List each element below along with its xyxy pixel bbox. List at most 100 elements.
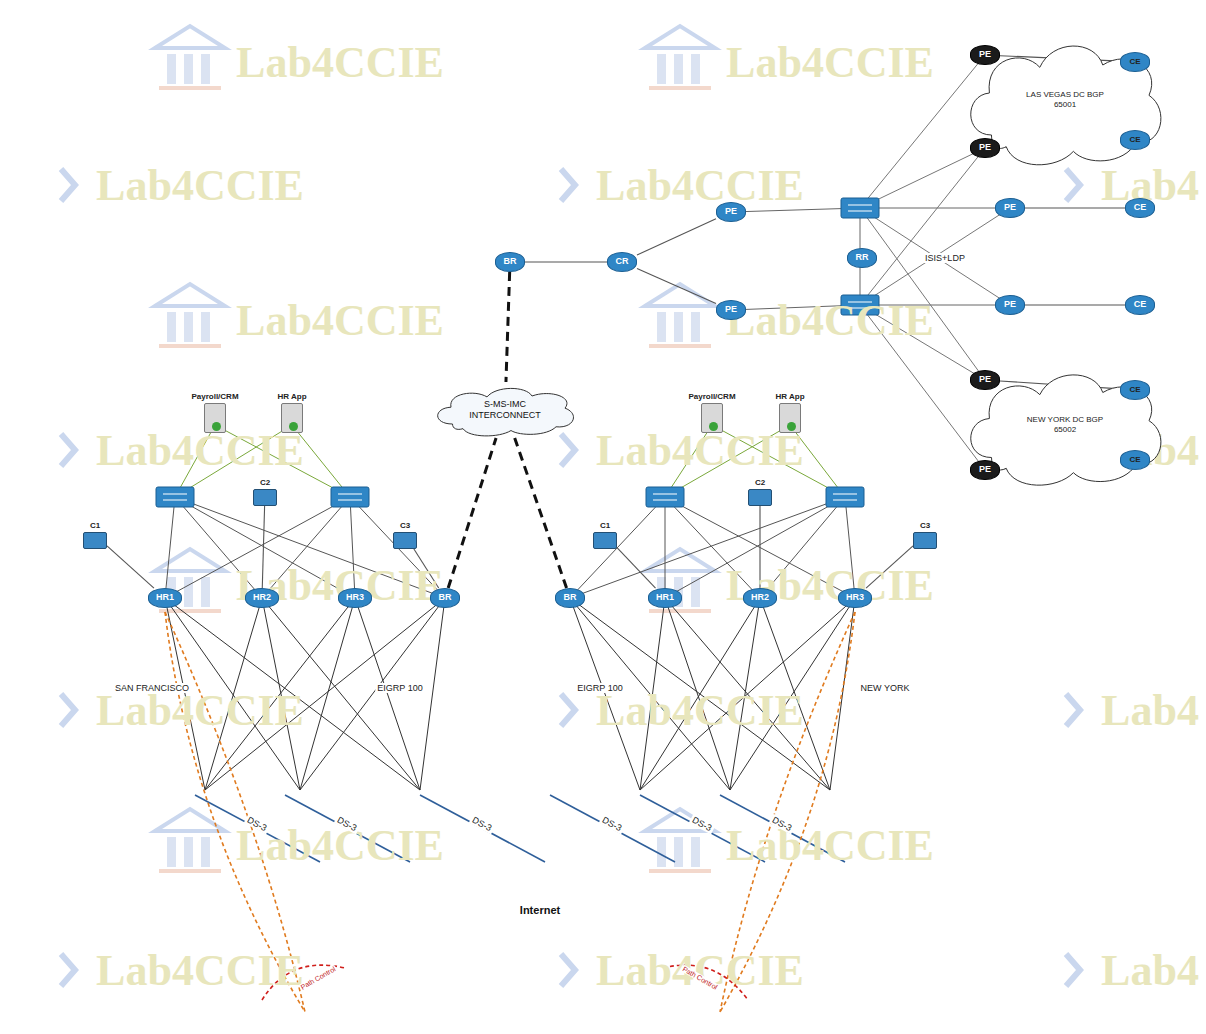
pc-icon [748, 489, 772, 506]
status-dot [709, 422, 718, 431]
watermark-logo [201, 312, 210, 342]
node-label: Payroll/CRM [189, 392, 240, 401]
pe-router-icon: PE [970, 45, 1000, 65]
node-label: HR App [773, 392, 806, 401]
wire [860, 208, 1010, 209]
area-label: ISIS+LDP [923, 253, 967, 263]
router-icon: CE [1120, 380, 1150, 400]
watermark-chevron [561, 954, 575, 986]
switch-icon [163, 494, 187, 500]
switch-icon [331, 487, 369, 507]
node-label: HR3 [346, 593, 364, 603]
pc-icon [253, 489, 277, 506]
router-icon: CE [1125, 295, 1155, 315]
area-label: Internet [518, 904, 562, 916]
watermark-chevron [61, 169, 75, 201]
circuit-label: DS-3 [469, 814, 495, 834]
interconnect-cloud: S-MS-IMC INTERCONNECT [430, 382, 580, 438]
router-icon: HR3 [338, 588, 372, 608]
switch-icon [338, 494, 362, 500]
node-label: HR3 [846, 593, 864, 603]
watermark-logo [155, 284, 225, 306]
router-icon: CE [1120, 450, 1150, 470]
watermark-logo [649, 344, 711, 348]
watermark-logo [674, 312, 683, 342]
watermark-logo [184, 837, 193, 867]
wire [860, 208, 1010, 305]
router-icon: CR [607, 252, 637, 272]
cloud-outline [438, 388, 574, 436]
node-label: BR [503, 257, 517, 267]
wire [420, 598, 445, 790]
watermark: Lab4CCIE [96, 425, 304, 476]
router-icon: CE [1120, 52, 1150, 72]
node-label: C3 [398, 521, 412, 530]
wire [300, 598, 355, 790]
node-label: CE [1128, 57, 1142, 67]
wire [830, 598, 855, 790]
watermark-chevron [561, 434, 575, 466]
router-icon: HR1 [148, 588, 182, 608]
switch-icon [841, 198, 879, 218]
watermark-chevron [61, 954, 75, 986]
node-label: HR2 [751, 593, 769, 603]
server-node: HR App [773, 392, 806, 433]
node-label: CE [1128, 385, 1142, 395]
wire [860, 148, 985, 305]
router-icon: HR2 [245, 588, 279, 608]
switch-icon [833, 494, 857, 500]
router-icon: RR [847, 248, 877, 268]
wire [860, 208, 985, 380]
node-label: CR [615, 257, 629, 267]
node-label: C2 [753, 478, 767, 487]
node-label: HR App [275, 392, 308, 401]
watermark-logo [201, 54, 210, 84]
watermark-logo [167, 837, 176, 867]
switch-icon [653, 494, 677, 500]
link [1025, 304, 1125, 305]
node-label: C1 [598, 521, 612, 530]
watermark-logo [155, 809, 225, 831]
pc-icon [83, 532, 107, 549]
pc-node: C2 [253, 478, 277, 506]
wire [570, 497, 665, 598]
router-icon: BR [495, 252, 525, 272]
router-icon: PE [995, 198, 1025, 218]
watermark: Lab4CCIE [726, 820, 934, 871]
server-icon [701, 403, 723, 433]
pc-node: C1 [83, 521, 107, 549]
watermark-chevron [1066, 694, 1080, 726]
link [637, 269, 716, 304]
node-label: HR2 [253, 593, 271, 603]
watermark: Lab4CCIE [596, 945, 804, 996]
watermark-chevron [1066, 954, 1080, 986]
pc-icon [393, 532, 417, 549]
watermark-logo [201, 837, 210, 867]
router-icon: HR2 [743, 588, 777, 608]
watermark-logo [674, 837, 683, 867]
pc-node: C1 [593, 521, 617, 549]
status-dot [212, 422, 221, 431]
circuit-label: DS-3 [599, 814, 625, 834]
path-label: Path Control [299, 965, 338, 992]
watermark-chevron [561, 169, 575, 201]
node-label: CE [1128, 135, 1142, 145]
cloud-outline [971, 375, 1161, 485]
watermark: Lab4CCIE [726, 295, 934, 346]
area-label: SAN FRANCISCO [113, 683, 191, 693]
node-label: PE [978, 465, 992, 475]
node-label: S-MS-IMC INTERCONNECT [450, 399, 560, 421]
watermark: Lab4CCIE [236, 37, 444, 88]
pe-router-icon: PE [970, 370, 1000, 390]
node-label: PE [1003, 203, 1017, 213]
watermark-logo [184, 54, 193, 84]
watermark-logo [159, 869, 221, 873]
watermark: Lab4 [1101, 685, 1199, 736]
watermark-logo [657, 54, 666, 84]
watermark-logo [184, 312, 193, 342]
watermark-logo [657, 312, 666, 342]
pc-node: C2 [748, 478, 772, 506]
node-label: C1 [88, 521, 102, 530]
watermark-logo [691, 837, 700, 867]
